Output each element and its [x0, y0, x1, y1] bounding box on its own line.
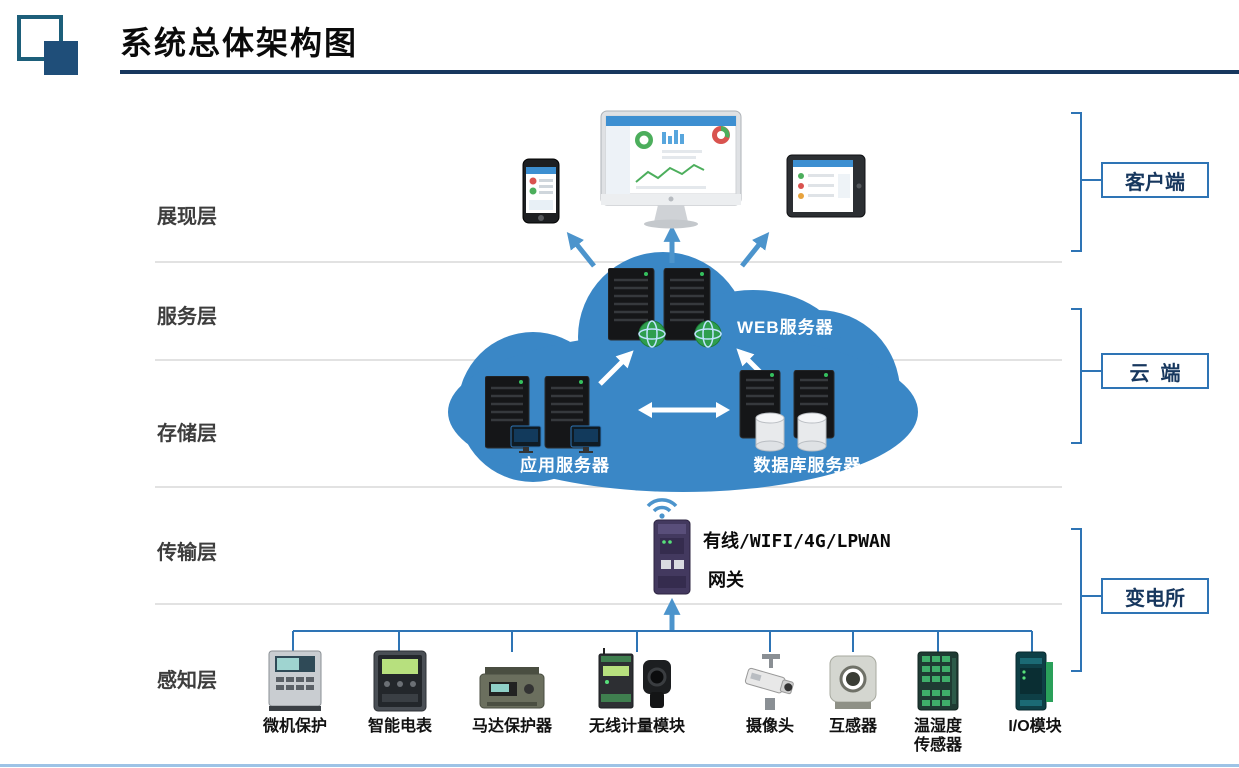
device-protection-relay: 微机保护 — [229, 646, 361, 736]
logo-solid-square — [44, 41, 78, 75]
device-label: I/O模块 — [1008, 718, 1062, 735]
camera-icon — [738, 646, 802, 712]
device-label: 马达保护器 — [471, 718, 552, 735]
gateway-icon — [652, 518, 692, 596]
tablet-icon — [786, 154, 866, 218]
db-server-icon — [736, 369, 844, 454]
layer-transmission: 传输层 — [157, 542, 217, 564]
device-motor-protector: 马达保护器 — [446, 646, 578, 736]
monitor-screen-icon — [570, 425, 602, 453]
device-label: 温湿度 传感器 — [913, 718, 962, 755]
globe-icon — [638, 320, 666, 348]
wifi-icon — [646, 498, 678, 513]
temp-humidity-sensor-icon — [916, 646, 960, 712]
web-server-label: WEB服务器 — [737, 318, 834, 337]
device-wireless-metering-module: 无线计量模块 — [571, 646, 703, 736]
monitor-screen-icon — [510, 425, 542, 453]
logo-outline-square — [17, 15, 63, 61]
device-io-module: I/O模块 — [969, 646, 1101, 736]
globe-icon — [694, 320, 722, 348]
device-label: 无线计量模块 — [588, 718, 685, 735]
zone-substation: 变电所 — [1101, 578, 1209, 614]
device-smart-meter: 智能电表 — [334, 646, 466, 736]
layer-perception: 感知层 — [157, 670, 217, 692]
title-underline — [120, 70, 1239, 74]
smart-meter-icon — [373, 646, 427, 712]
protection-relay-icon — [268, 646, 322, 712]
gateway-link-types: 有线/WIFI/4G/LPWAN — [703, 531, 891, 552]
device-temp-humidity-sensor: 温湿度 传感器 — [872, 646, 1004, 755]
desktop-monitor-icon — [600, 110, 742, 232]
app-server-label: 应用服务器 — [520, 456, 610, 475]
layer-service: 服务层 — [157, 306, 217, 328]
device-label: 智能电表 — [367, 718, 432, 735]
current-transformer-icon — [827, 646, 879, 712]
web-server-icon — [607, 267, 724, 350]
device-camera: 摄像头 — [704, 646, 836, 736]
layer-presentation: 展现层 — [157, 206, 217, 228]
database-cylinder-icon — [797, 412, 827, 452]
zone-cloud: 云 端 — [1101, 353, 1209, 389]
bottom-border-line — [0, 764, 1239, 767]
app-server-icon — [484, 375, 607, 456]
client-bracket — [1071, 112, 1082, 252]
device-current-transformer: 互感器 — [787, 646, 919, 736]
phone-icon — [522, 158, 560, 224]
motor-protector-icon — [479, 646, 545, 712]
layer-storage: 存储层 — [157, 423, 217, 445]
device-label: 微机保护 — [262, 718, 327, 735]
gateway-label: 网关 — [708, 570, 744, 591]
db-server-label: 数据库服务器 — [753, 456, 862, 475]
device-label: 摄像头 — [745, 718, 794, 735]
device-label: 互感器 — [828, 718, 877, 735]
io-module-icon — [1014, 646, 1056, 712]
cloud-bracket — [1071, 308, 1082, 444]
database-cylinder-icon — [755, 412, 785, 452]
wireless-metering-module-icon — [591, 646, 683, 712]
zone-client: 客户端 — [1101, 162, 1209, 198]
page-title: 系统总体架构图 — [120, 25, 359, 61]
